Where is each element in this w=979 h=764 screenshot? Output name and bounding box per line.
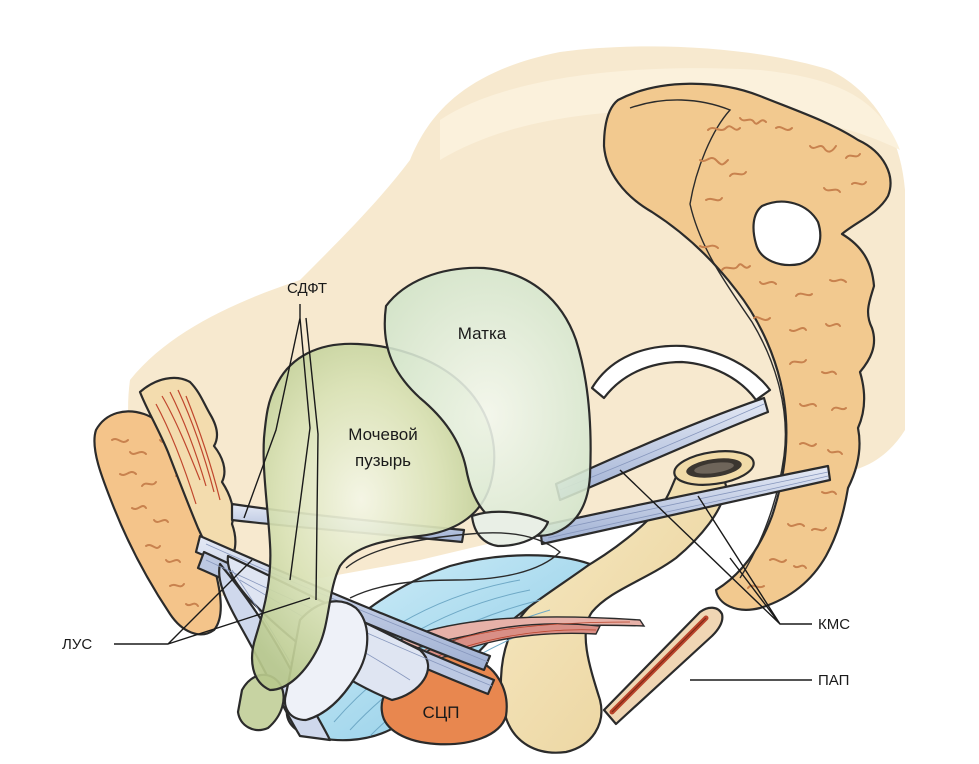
uterosacral-ligaments (538, 396, 832, 546)
pap-muscle (602, 606, 724, 726)
coccyx (499, 463, 728, 754)
pelvic-inlet-loop (590, 344, 772, 402)
lus-label: ЛУС (62, 636, 92, 653)
bladder-label-line2: пузырь (355, 451, 411, 470)
pap-label: ПАП (818, 672, 849, 689)
leader-lus (114, 559, 311, 645)
vaginal-vault (345, 532, 562, 599)
sdft-label: СДФТ (287, 280, 327, 297)
background-soft-tissue-highlight (440, 68, 900, 160)
kms-label: КМС (818, 616, 850, 633)
leader-sdft (243, 304, 319, 601)
leader-kms (619, 469, 812, 625)
uterus (383, 266, 592, 537)
uterus-label: Матка (458, 324, 507, 343)
bladder-label-line1: Мочевой (348, 425, 418, 444)
scp-label: СЦП (422, 703, 459, 722)
cervix (470, 510, 550, 548)
leader-lines (114, 304, 812, 681)
rectum-cut-end (673, 450, 755, 486)
